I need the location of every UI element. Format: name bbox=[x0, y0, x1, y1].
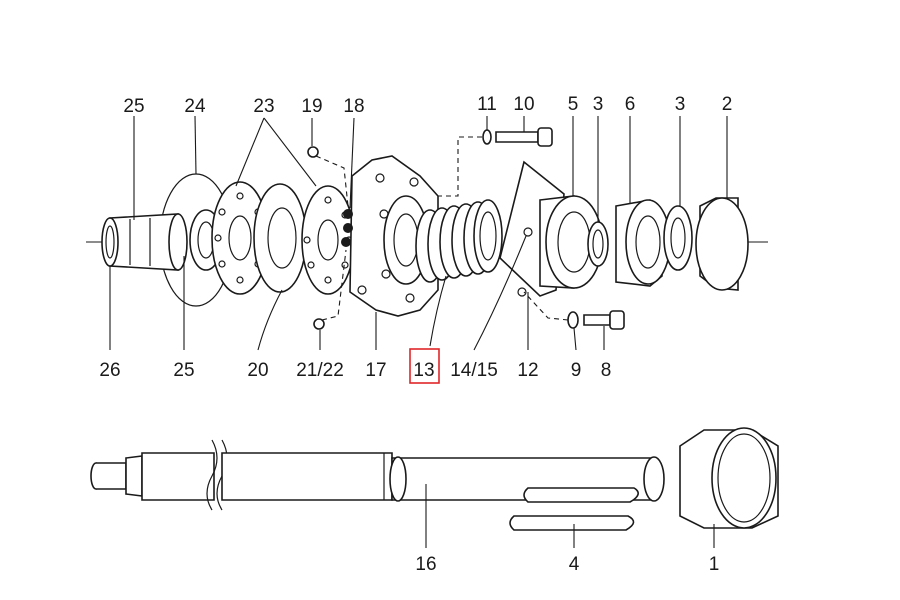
leader-23a bbox=[235, 117, 265, 187]
part-2-cap bbox=[695, 197, 749, 291]
bolt-8-dashed-path bbox=[523, 291, 569, 321]
callout-4: 4 bbox=[569, 554, 580, 575]
callout-11: 11 bbox=[477, 94, 497, 115]
part-26-tube bbox=[101, 213, 188, 271]
part-11-washer bbox=[482, 129, 492, 145]
callout-3-left: 3 bbox=[593, 94, 604, 115]
callout-21-22: 21/22 bbox=[296, 360, 344, 381]
callout-10: 10 bbox=[513, 94, 534, 115]
callout-9: 9 bbox=[571, 360, 582, 381]
part-18-balls bbox=[341, 209, 353, 247]
part-3-ring-right bbox=[663, 205, 693, 271]
bolt-10-dashed-path bbox=[438, 136, 482, 197]
leader-18 bbox=[349, 117, 355, 209]
callout-16: 16 bbox=[415, 554, 436, 575]
upper-assembly: 25 24 23 19 18 11 10 5 3 6 3 2 26 25 20 … bbox=[86, 94, 768, 384]
callout-18: 18 bbox=[343, 96, 364, 117]
part-20-gasket bbox=[253, 183, 307, 293]
callout-3-right: 3 bbox=[675, 94, 686, 115]
lower-assembly: 16 4 1 bbox=[90, 427, 779, 575]
part-8-bolt bbox=[583, 310, 625, 330]
part-6-bearing bbox=[615, 199, 671, 287]
part-4-key bbox=[509, 487, 639, 531]
pin-19-dashed-path bbox=[315, 155, 349, 207]
callout-12: 12 bbox=[517, 360, 538, 381]
part-5-housing bbox=[539, 195, 603, 289]
callout-5: 5 bbox=[568, 94, 579, 115]
leader-24 bbox=[194, 115, 197, 175]
callout-17: 17 bbox=[365, 360, 386, 381]
part-3-ring-left bbox=[587, 221, 609, 267]
callout-6: 6 bbox=[625, 94, 636, 115]
callout-1: 1 bbox=[709, 554, 720, 575]
callout-8: 8 bbox=[601, 360, 612, 381]
leader-20 bbox=[257, 289, 283, 351]
part-1-sleeve bbox=[679, 427, 779, 529]
part-9-washer bbox=[567, 311, 579, 329]
callout-26: 26 bbox=[99, 360, 120, 381]
part-13-spring bbox=[415, 199, 503, 283]
leader-9 bbox=[573, 327, 577, 351]
part-21-22-pin bbox=[313, 318, 325, 330]
callout-19: 19 bbox=[301, 96, 322, 117]
callout-25-bottom: 25 bbox=[173, 360, 194, 381]
callout-20: 20 bbox=[247, 360, 268, 381]
callout-13: 13 bbox=[413, 360, 434, 381]
highlight-box-13 bbox=[409, 348, 440, 384]
part-19-pin bbox=[307, 146, 319, 158]
leader-13 bbox=[429, 275, 447, 347]
leader-23b bbox=[263, 117, 317, 187]
callout-25-top: 25 bbox=[123, 96, 144, 117]
leader-14-15 bbox=[473, 235, 527, 351]
callout-23: 23 bbox=[253, 96, 274, 117]
callout-14-15: 14/15 bbox=[450, 360, 498, 381]
callout-24: 24 bbox=[184, 96, 206, 117]
callout-2: 2 bbox=[722, 94, 733, 115]
